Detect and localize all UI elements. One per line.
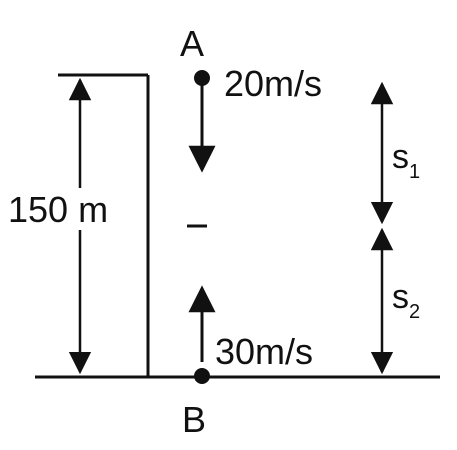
s1-main: s <box>392 138 409 176</box>
speed-a-label: 20m/s <box>224 63 322 104</box>
speed-b-label: 30m/s <box>215 331 313 372</box>
s2-main: s <box>392 278 409 316</box>
point-a-label: A <box>180 23 204 64</box>
point-b-dot <box>194 368 210 384</box>
s2-label: s2 <box>392 278 420 323</box>
point-b-label: B <box>182 399 206 440</box>
height-label: 150 m <box>8 189 108 230</box>
s1-label: s1 <box>392 138 420 183</box>
s1-subscript: 1 <box>409 161 420 183</box>
point-a-dot <box>194 70 210 86</box>
height-label-bg <box>6 188 146 230</box>
s2-subscript: 2 <box>409 301 420 323</box>
